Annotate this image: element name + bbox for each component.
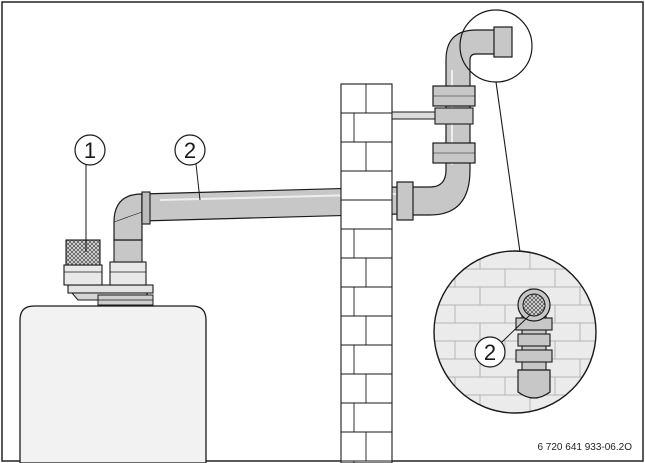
callout-1: 1 xyxy=(74,134,106,252)
exterior-wall xyxy=(340,83,393,463)
wall-bracket xyxy=(391,111,437,120)
figure-reference-code: 6 720 641 933-06.2O xyxy=(537,442,632,453)
detail-leader-line xyxy=(495,81,521,253)
callout-2-label: 2 xyxy=(184,138,196,163)
flue-connector xyxy=(109,239,147,286)
callout-2-detail: 2 xyxy=(474,336,506,368)
terminal-detail-view xyxy=(433,250,597,414)
horizontal-flue-pipe xyxy=(113,186,399,241)
wall-brick-joints xyxy=(341,83,392,463)
vertical-flue-riser xyxy=(396,29,497,221)
callout-1-label: 1 xyxy=(84,138,96,163)
callout-2: 2 xyxy=(174,134,206,201)
air-intake-grille xyxy=(63,239,103,286)
boiler-unit xyxy=(19,284,207,463)
terminal-mesh-icon xyxy=(522,293,546,317)
callout-2-detail-label: 2 xyxy=(484,340,496,365)
